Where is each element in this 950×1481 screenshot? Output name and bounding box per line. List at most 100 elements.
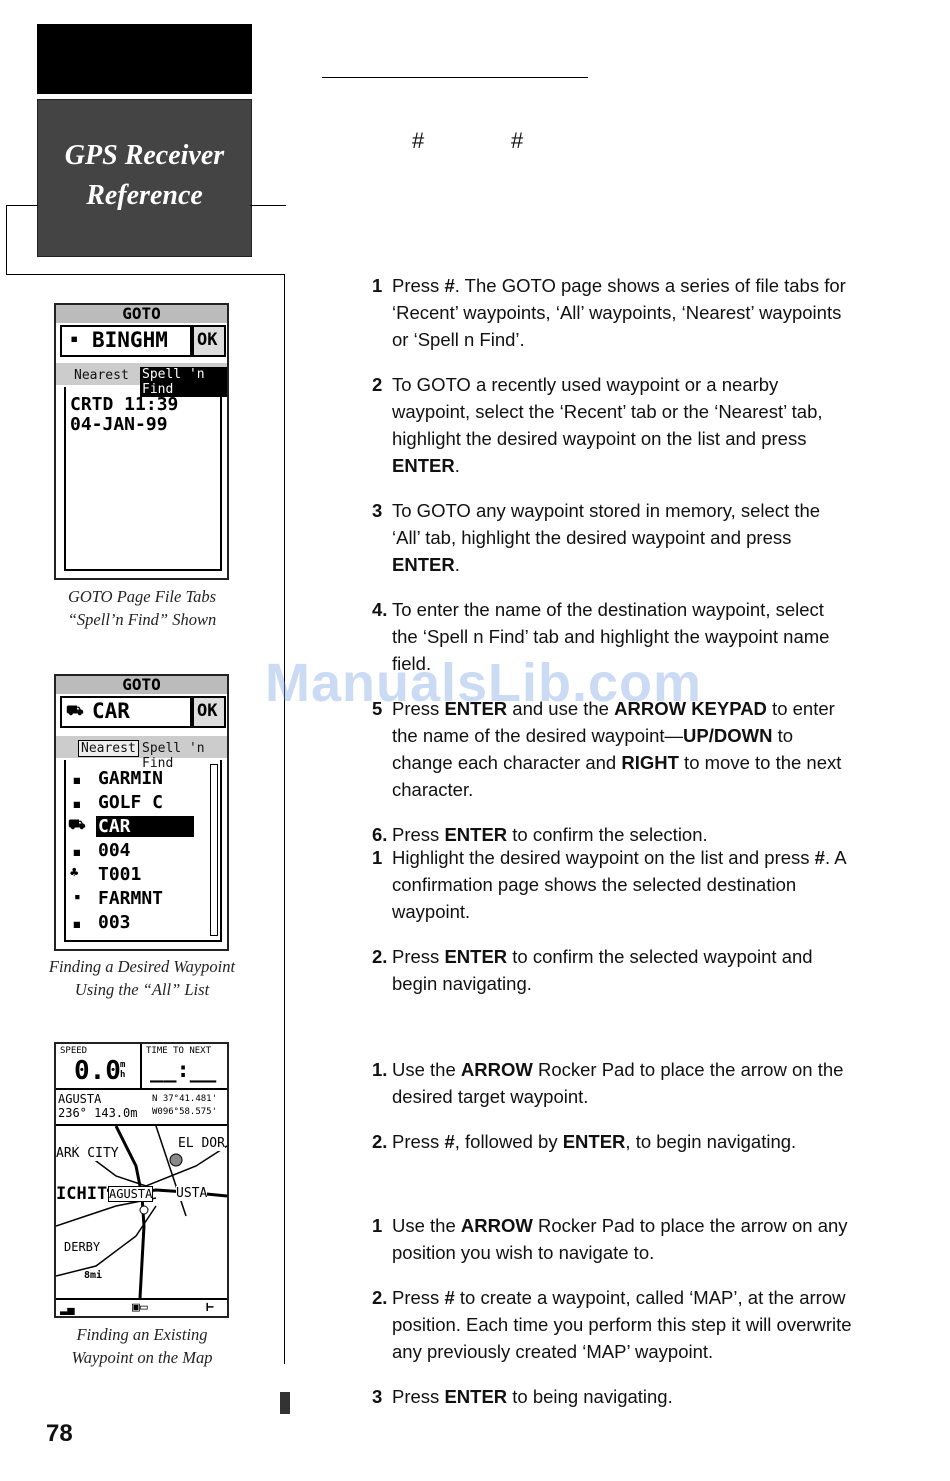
page-number: 78 [46, 1420, 73, 1447]
step-item: 2.Press #, followed by ENTER, to begin n… [372, 1128, 852, 1155]
map-label: EL DOR [178, 1136, 225, 1151]
step-text: Press ENTER to being navigating. [392, 1386, 673, 1407]
step-number: 2. [372, 1287, 388, 1308]
square-icon: ▪ [72, 914, 82, 933]
caption-line: Finding a Desired Waypoint [48, 957, 236, 976]
caption-line: GOTO Page File Tabs [67, 587, 217, 606]
step-text: Use the ARROW Rocker Pad to place the ar… [392, 1215, 848, 1263]
header-black-block [37, 24, 252, 94]
tab-spell-n-find: Spell 'n Find [140, 367, 227, 397]
screen-title: GOTO [56, 676, 227, 694]
step-text: To GOTO a recently used waypoint or a ne… [392, 374, 823, 476]
step-number: 1 [372, 275, 383, 296]
ok-button: OK [192, 325, 226, 357]
ok-label: OK [197, 701, 218, 721]
step-number: 3 [372, 500, 383, 521]
map-waypoint-steps: 1.Use the ARROW Rocker Pad to place the … [372, 1056, 852, 1155]
waypoint-info: AGUSTA 236° 143.0m N 37°41.481' W096°58.… [56, 1090, 227, 1126]
map-label: ARK CITY [56, 1146, 119, 1161]
step-text: To enter the name of the destination way… [392, 599, 830, 674]
step-text: To GOTO any waypoint stored in memory, s… [392, 500, 821, 575]
map-label-selected: AGUSTA [108, 1186, 154, 1202]
step-number: 2 [372, 374, 383, 395]
step-item: 6.Press ENTER to confirm the selection. [372, 821, 852, 848]
tab-nearest: Nearest [74, 368, 129, 383]
info-panel: CRTD 11:39 04-JAN-99 [64, 387, 222, 571]
margin-mark [280, 1392, 290, 1414]
step-text: Press #. The GOTO page shows a series of… [392, 275, 846, 350]
step-item: 1 Press #. The GOTO page shows a series o… [372, 272, 852, 353]
caption-all-list: Finding a Desired Waypoint Using the “Al… [22, 955, 262, 1001]
tab-nearest: Nearest [78, 740, 139, 757]
waypoint-name: CAR [92, 699, 130, 723]
step-item: 2 To GOTO a recently used waypoint or a n… [372, 371, 852, 479]
created-date: 04-JAN-99 [70, 414, 168, 435]
list-item: 003 [98, 912, 131, 933]
speed-label: SPEED [60, 1046, 88, 1056]
list-item: GARMIN [98, 768, 164, 789]
hash-symbol-2: # [511, 128, 524, 153]
step-item: 1 Highlight the desired waypoint on the l… [372, 844, 852, 925]
goto-all-screen: GOTO ⛟ CAR OK Nearest Spell 'n Find ▪ GA… [54, 674, 229, 951]
map-label: ICHIT [56, 1184, 108, 1204]
waypoint-name-field: ▪ BINGHM [60, 325, 192, 357]
map-scale: 8mi [84, 1270, 103, 1281]
step-number: 5 [372, 698, 383, 719]
map-label: USTA [176, 1186, 208, 1201]
section-title: GPS Receiver Reference [38, 136, 251, 216]
battery-icon: ▣▭ [132, 1300, 148, 1315]
goto-steps: 1 Press #. The GOTO page shows a series o… [372, 272, 852, 848]
list-item-selected: CAR [96, 816, 194, 837]
step-number: 1 [372, 847, 383, 868]
map-screen: SPEED 0.0 m h TIME TO NEXT __:__ AGUSTA … [54, 1042, 229, 1318]
tree-icon: ♣ [70, 865, 79, 881]
scrollbar [210, 764, 218, 936]
screen-title: GOTO [56, 305, 227, 323]
speed-unit: m h [120, 1060, 126, 1080]
bracket-top-left [6, 205, 38, 206]
waypoint-name: BINGHM [92, 328, 168, 352]
map-label: DERBY [64, 1240, 101, 1254]
step-number: 1 [372, 1215, 383, 1236]
step-item: 4.To enter the name of the destination w… [372, 596, 852, 677]
step-number: 1. [372, 1059, 388, 1080]
status-bar: ▂▄ ▣▭ ⊢ [56, 1298, 227, 1316]
step-text: Highlight the desired waypoint on the li… [392, 847, 846, 922]
created-time: CRTD 11:39 [70, 394, 179, 415]
section-title-line2: Reference [86, 180, 203, 211]
map-waypoint-name: AGUSTA [58, 1092, 102, 1106]
speed-value: 0.0 [74, 1056, 121, 1086]
bracket-bottom [6, 274, 285, 275]
car-icon: ⛟ [68, 817, 86, 833]
ok-button: OK [192, 696, 226, 728]
step-text: Press ENTER to confirm the selected wayp… [392, 946, 813, 994]
bracket-left [6, 205, 7, 275]
tab-spell-n-find: Spell 'n Find [142, 741, 205, 771]
hash-symbol-1: # [412, 128, 425, 153]
square-icon: ▪ [72, 770, 82, 789]
step-text: Use the ARROW Rocker Pad to place the ar… [392, 1059, 844, 1107]
caption-map: Finding an Existing Waypoint on the Map [22, 1323, 262, 1369]
step-text: Press # to create a waypoint, called ‘MA… [392, 1287, 852, 1362]
waypoint-name-field: ⛟ CAR [60, 696, 192, 728]
step-text: Press ENTER to confirm the selection. [392, 824, 708, 845]
list-item: GOLF C [98, 792, 164, 813]
time-label: TIME TO NEXT [146, 1046, 212, 1056]
list-item: FARMNT [98, 888, 164, 909]
caption-line: Using the “All” List [74, 980, 210, 999]
step-number: 2. [372, 946, 388, 967]
sidebar-divider [284, 274, 285, 1364]
time-value: __:__ [150, 1058, 217, 1083]
caption-line: Finding an Existing [76, 1325, 208, 1344]
ok-label: OK [197, 330, 218, 350]
step-number: 4. [372, 599, 388, 620]
list-item: 004 [98, 840, 131, 861]
square-icon: ▪ [72, 842, 82, 861]
list-item: T001 [98, 864, 142, 885]
waypoint-bullet-icon: ▪ [70, 331, 79, 347]
step-item: 2.Press ENTER to confirm the selected wa… [372, 943, 852, 997]
caption-goto-tabs: GOTO Page File Tabs “Spell’n Find” Shown [22, 585, 262, 631]
satellite-icon: ⊢ [206, 1300, 214, 1315]
longitude: W096°58.575' [152, 1107, 218, 1117]
